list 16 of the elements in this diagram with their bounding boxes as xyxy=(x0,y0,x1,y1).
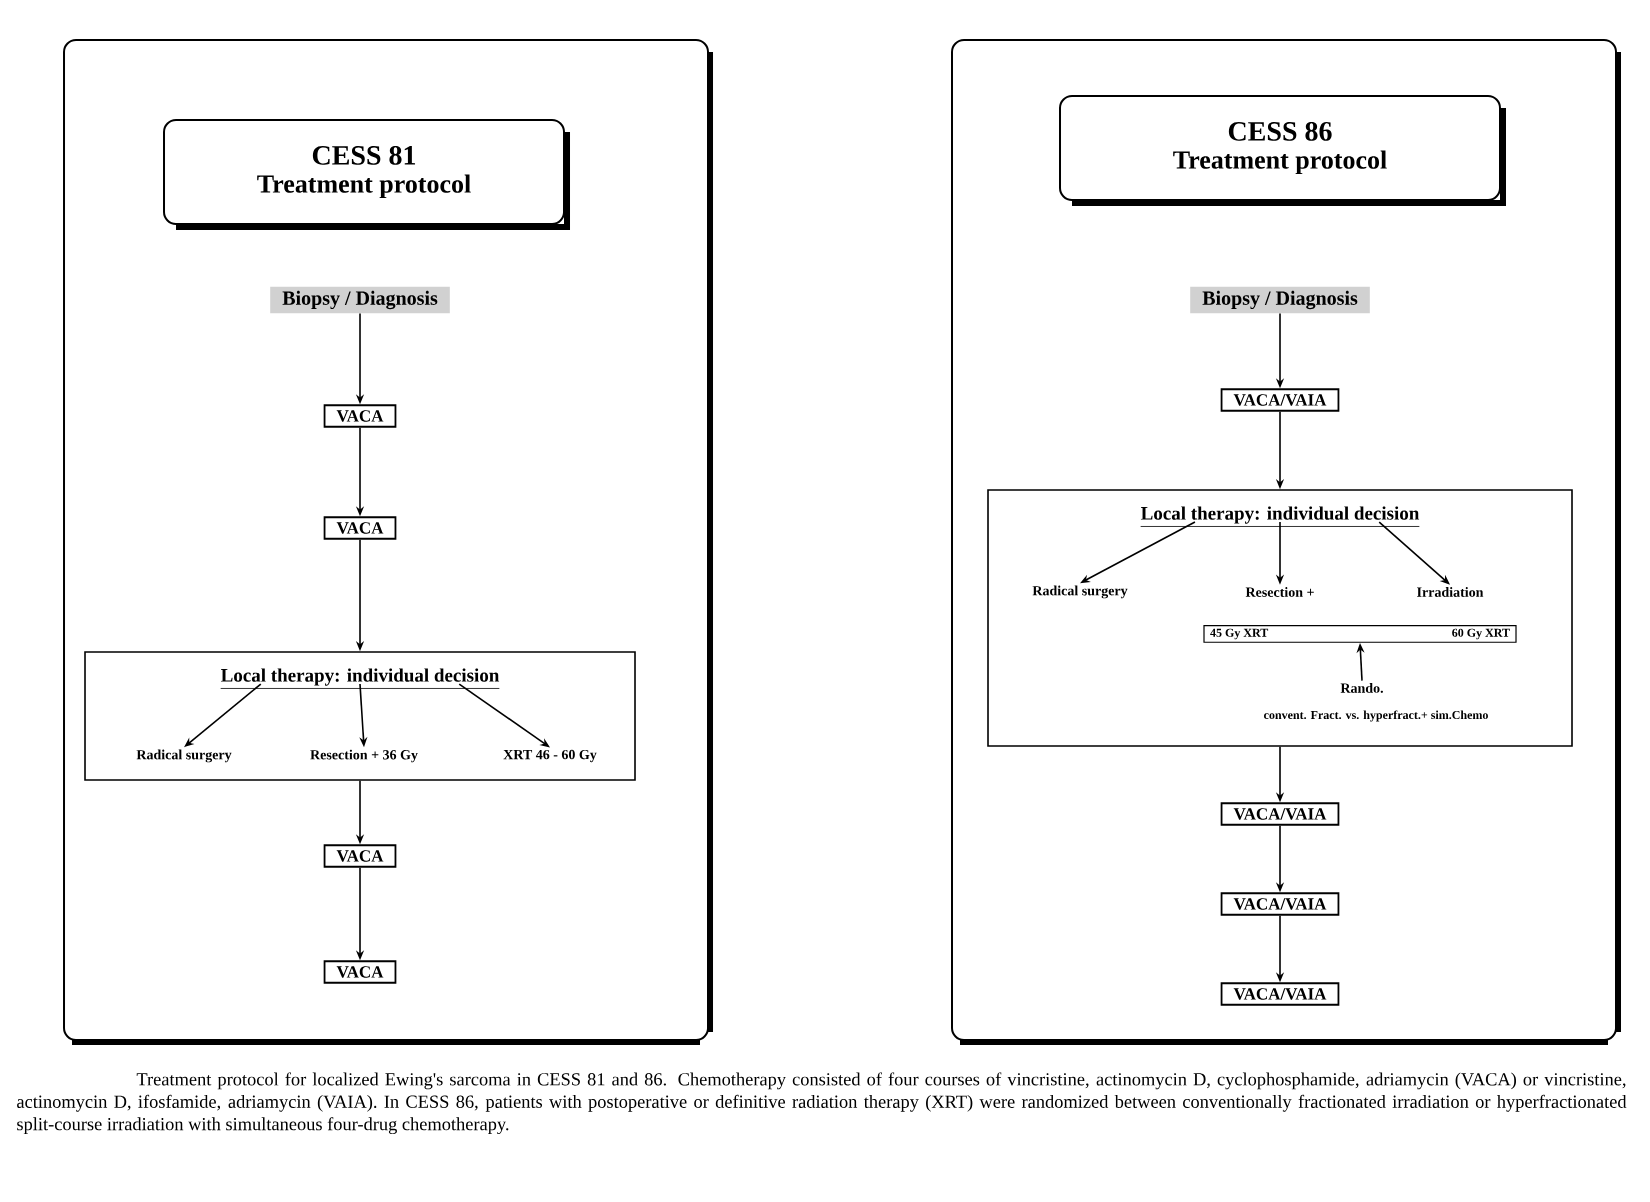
arrow xyxy=(1378,521,1450,585)
chemo-box: VACA/VAIA xyxy=(1220,802,1340,826)
diagnosis-band: Biopsy / Diagnosis xyxy=(1190,286,1370,314)
title-box: CESS 81 Treatment protocol xyxy=(163,119,570,230)
diagnosis-band: Biopsy / Diagnosis xyxy=(270,286,450,314)
chemo-box: VACA xyxy=(323,844,397,868)
chemo-box: VACA xyxy=(323,404,397,428)
caption: Treatment protocol for localized Ewing's sarcoma in CESS 81 and 86. Chemotherapy consisted of four courses of vincristine, actinomycin D, cyclophosphamide, adriamycin (VACA) or vincristine, actinomycin D, ifosfamide, adriamycin (VAIA). In CESS 86, patients with postoperative or definitive radiation therapy (XRT) were randomized between conventionally fractionated irradiation or hyperfractionated split-course irradiation with simultaneous four-drug chemotherapy. xyxy=(17,1072,1627,1135)
protocol-panel xyxy=(951,39,1621,1045)
chemo-box: VACA xyxy=(323,960,397,984)
title-box: CESS 86 Treatment protocol xyxy=(1059,95,1506,206)
chemo-box: VACA/VAIA xyxy=(1220,982,1340,1006)
chemo-box: VACA xyxy=(323,516,397,540)
chemo-box: VACA/VAIA xyxy=(1220,388,1340,412)
protocol-panel xyxy=(63,39,713,1045)
chemo-box: VACA/VAIA xyxy=(1220,892,1340,916)
